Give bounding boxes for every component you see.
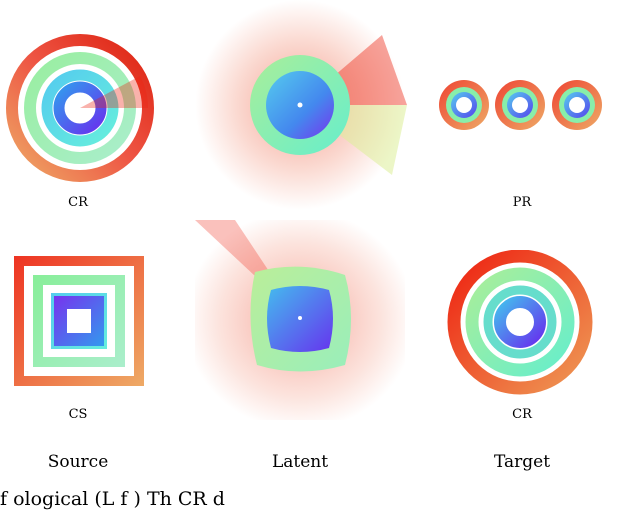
target-pr-rings — [439, 80, 602, 130]
column-label-source: Source — [47, 452, 109, 472]
label-target-top: PR — [512, 195, 532, 210]
panel-latent-bottom — [195, 220, 405, 420]
column-label-latent: Latent — [271, 452, 329, 472]
panel-source-cr — [5, 33, 155, 183]
label-source-bottom: CS — [68, 407, 88, 422]
caption-fragment: f ological (L f ) Th CR d — [0, 488, 225, 510]
panel-latent-top — [192, 0, 412, 215]
source-cs-squares — [14, 256, 144, 386]
latent-top-scatter — [195, 0, 407, 210]
latent-bottom-scatter — [195, 220, 405, 420]
source-cr-rings — [6, 34, 154, 182]
label-target-bottom: CR — [512, 407, 532, 422]
panel-target-pr — [437, 78, 607, 133]
panel-source-cs — [14, 256, 144, 386]
panel-target-cr — [445, 250, 595, 395]
label-source-top: CR — [68, 195, 88, 210]
column-label-target: Target — [493, 452, 551, 472]
target-cr-rings — [447, 250, 593, 395]
